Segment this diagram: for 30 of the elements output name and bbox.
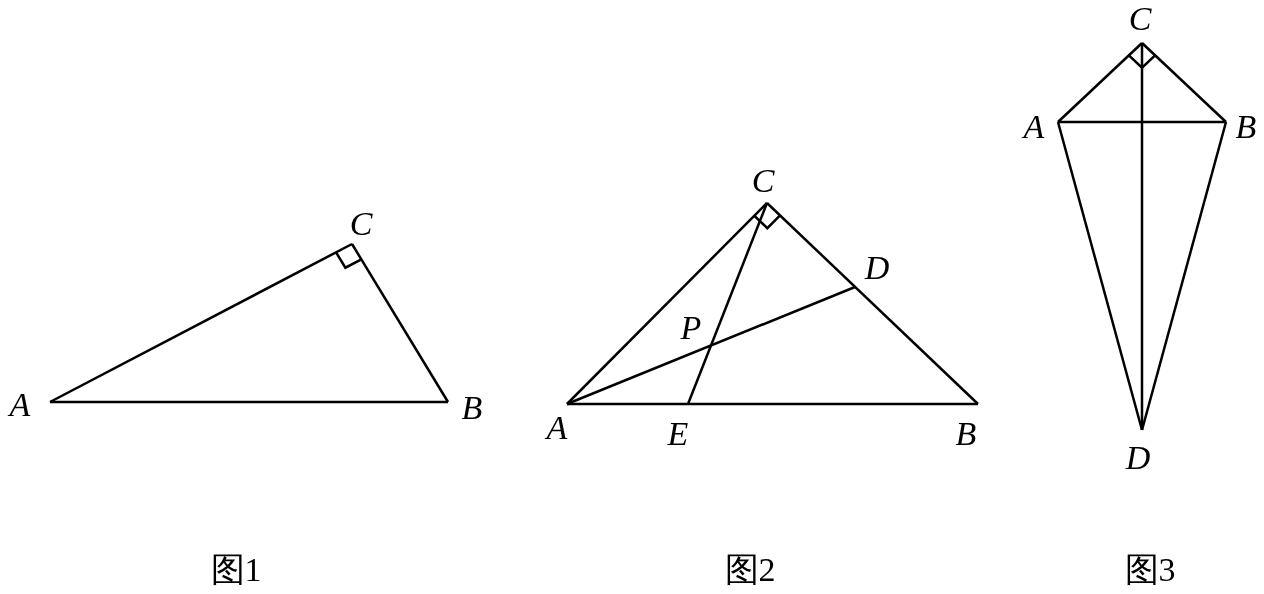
- line-segment: [686, 202, 769, 405]
- line-segment: [1058, 120, 1226, 124]
- vertex-label: D: [1125, 441, 1151, 475]
- line-segment: [567, 402, 978, 406]
- vertex-label: B: [461, 391, 483, 425]
- line-segment: [566, 285, 856, 406]
- vertex-label: B: [955, 417, 977, 451]
- line-segment: [50, 400, 448, 404]
- line-segment: [350, 243, 450, 403]
- vertex-label: A: [1023, 110, 1045, 144]
- vertex-label: C: [751, 164, 775, 198]
- line-segment: [566, 202, 768, 405]
- line-segment: [1140, 43, 1144, 430]
- vertex-label: E: [667, 417, 689, 451]
- line-segment: [766, 202, 979, 405]
- vertex-label: C: [349, 207, 373, 241]
- vertex-label: D: [864, 251, 890, 285]
- vertex-label: A: [9, 388, 31, 422]
- vertex-label: B: [1235, 110, 1257, 144]
- line-segment: [1057, 42, 1143, 123]
- figure-caption: 图1: [210, 553, 262, 587]
- line-segment: [1056, 121, 1144, 431]
- figure-caption: 图2: [724, 553, 776, 587]
- point-label: P: [680, 311, 702, 345]
- line-segment: [49, 242, 353, 404]
- line-segment: [1141, 42, 1227, 123]
- line-segment: [1140, 121, 1228, 431]
- vertex-label: C: [1128, 2, 1152, 36]
- vertex-label: A: [546, 411, 568, 445]
- figure-caption: 图3: [1124, 553, 1176, 587]
